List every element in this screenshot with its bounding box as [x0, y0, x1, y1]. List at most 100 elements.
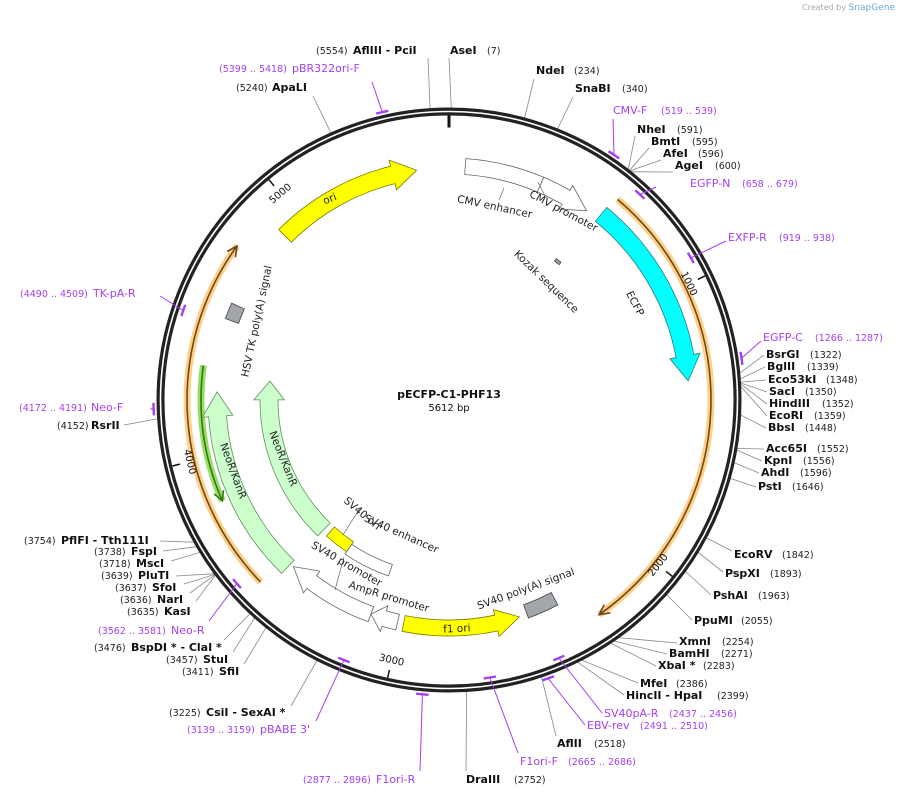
feature-label-sv40-enhancer[interactable]: SV40 enhancer: [362, 513, 441, 557]
primer-pbabe-3[interactable]: pBABE 3': [260, 723, 310, 736]
site-bbsi[interactable]: BbsI: [768, 421, 795, 434]
site-ecori[interactable]: EcoRI: [769, 409, 803, 422]
site-bamhi[interactable]: BamHI: [669, 647, 710, 660]
site-position: (3754): [24, 536, 56, 547]
site-ahdi[interactable]: AhdI: [761, 466, 789, 479]
primer-mark[interactable]: [375, 109, 389, 115]
primer-range: (2437 .. 2456): [669, 709, 737, 720]
primer-leader-line: [489, 677, 519, 754]
feature-f1-ori[interactable]: [401, 609, 521, 638]
site-position: (3718): [99, 559, 131, 570]
site-leader-line: [312, 95, 332, 134]
site-position: (1646): [792, 482, 824, 493]
primer-pbr322ori-f[interactable]: pBR322ori-F: [292, 62, 360, 75]
site-leader-line: [684, 570, 712, 596]
site-aflii[interactable]: AflII: [557, 737, 582, 750]
site-snabi[interactable]: SnaBI: [575, 82, 611, 95]
site-nari[interactable]: NarI: [157, 593, 183, 606]
site-hincii-hpai[interactable]: HincII - HpaI: [626, 689, 702, 702]
site-kasi[interactable]: KasI: [164, 605, 191, 618]
site-bmti[interactable]: BmtI: [651, 135, 680, 148]
primer-mark[interactable]: [541, 675, 555, 682]
site-pspxi[interactable]: PspXI: [725, 567, 760, 580]
feature-label-ori[interactable]: ori: [321, 191, 338, 207]
site-saci[interactable]: SacI: [769, 385, 795, 398]
site-nhei[interactable]: NheI: [637, 123, 666, 136]
site-afei[interactable]: AfeI: [663, 147, 688, 160]
site-pluti[interactable]: PluTI: [138, 569, 169, 582]
feature-label-hsv-tk-polya[interactable]: HSV TK poly(A) signal: [239, 265, 274, 379]
site-ndei[interactable]: NdeI: [536, 64, 565, 77]
primer-f1ori-r[interactable]: F1ori-R: [376, 773, 416, 786]
orf-arrow[interactable]: [200, 365, 224, 502]
primer-egfp-c[interactable]: EGFP-C: [763, 331, 803, 344]
primer-mark[interactable]: [607, 150, 620, 160]
site-ecorv[interactable]: EcoRV: [734, 548, 773, 561]
site-bsrgi[interactable]: BsrGI: [766, 348, 799, 361]
site-bspdi-clai[interactable]: BspDI * - ClaI *: [131, 641, 222, 654]
site-sfoi[interactable]: SfoI: [152, 581, 176, 594]
primer-mark[interactable]: [337, 656, 351, 664]
site-eco53ki[interactable]: Eco53kI: [768, 373, 816, 386]
site-stui[interactable]: StuI: [203, 653, 228, 666]
feature-sv40-promoter[interactable]: [292, 566, 375, 623]
primer-egfp-n[interactable]: EGFP-N: [690, 177, 730, 190]
site-asei[interactable]: AseI: [450, 44, 477, 57]
site-msci[interactable]: MscI: [136, 557, 164, 570]
primer-cmv-f[interactable]: CMV-F: [613, 104, 647, 117]
site-xmni[interactable]: XmnI: [679, 635, 711, 648]
site-apali[interactable]: ApaLI: [272, 81, 307, 94]
site-pflfi-tth111i[interactable]: PflFI - Tth111I: [61, 534, 149, 547]
site-rsrii[interactable]: RsrII: [91, 419, 120, 432]
site-fspi[interactable]: FspI: [131, 545, 157, 558]
feature-cmv-enhancer[interactable]: [464, 158, 545, 193]
site-csii-sexai[interactable]: CsiI - SexAI *: [206, 706, 286, 719]
site-acc65i[interactable]: Acc65I: [766, 442, 807, 455]
site-kpni[interactable]: KpnI: [764, 454, 792, 467]
feature-neor-kanr[interactable]: [252, 380, 331, 537]
primer-neo-r[interactable]: Neo-R: [171, 624, 205, 637]
feature-sv40-ori[interactable]: [325, 526, 354, 553]
site-draiii[interactable]: DraIII: [466, 773, 500, 786]
feature-sv40-poly-a-signal[interactable]: [523, 591, 559, 619]
primer-tk-pa-r[interactable]: TK-pA-R: [92, 287, 136, 300]
feature-label-kozak[interactable]: Kozak sequence: [511, 248, 580, 316]
site-psti[interactable]: PstI: [758, 480, 782, 493]
site-labels: AseI(7)NdeI(234)SnaBI(340)NheI(591)BmtI(…: [19, 44, 883, 786]
tick-mark: [268, 179, 275, 187]
site-xbai[interactable]: XbaI *: [658, 659, 696, 672]
site-leader-line: [739, 382, 768, 393]
orf-arrow[interactable]: [598, 198, 712, 616]
primer-mark[interactable]: [634, 189, 646, 200]
site-agei[interactable]: AgeI: [675, 159, 703, 172]
feature-ori[interactable]: [278, 159, 418, 243]
site-bglii[interactable]: BglII: [767, 360, 795, 373]
primer-exfp-r[interactable]: EXFP-R: [728, 231, 767, 244]
site-pshai[interactable]: PshAI: [713, 589, 748, 602]
plasmid-name: pECFP-C1-PHF13: [397, 388, 501, 401]
feature-sv40-enhancer[interactable]: [344, 543, 393, 577]
primer-range: (2665 .. 2686): [568, 757, 636, 768]
primer-sv40pa-r[interactable]: SV40pA-R: [604, 707, 659, 720]
feature-label-f1-ori[interactable]: f1 ori: [443, 622, 471, 635]
primer-mark[interactable]: [180, 304, 187, 317]
feature-cmv-promoter[interactable]: [536, 176, 588, 212]
site-mfei[interactable]: MfeI: [640, 677, 667, 690]
feature-ampr-promoter[interactable]: [370, 604, 400, 633]
site-afliii-pcii[interactable]: AflIII - PciI: [353, 44, 417, 57]
feature-kozak-sequence[interactable]: [553, 258, 562, 266]
feature-neor-kanr[interactable]: [201, 391, 295, 574]
primer-neo-f[interactable]: Neo-F: [91, 401, 123, 414]
primer-mark[interactable]: [552, 654, 565, 662]
orf-arrow[interactable]: [186, 245, 262, 583]
primer-f1ori-f[interactable]: F1ori-F: [520, 755, 558, 768]
site-sfii[interactable]: SfiI: [219, 665, 239, 678]
feature-hsv-tk-poly-a-signal[interactable]: [224, 302, 245, 324]
site-hindiii[interactable]: HindIII: [769, 397, 810, 410]
feature-label-cmv-enhancer[interactable]: CMV enhancer: [456, 193, 534, 221]
feature-ecfp[interactable]: [594, 206, 701, 382]
site-ppumi[interactable]: PpuMI: [694, 614, 733, 627]
primer-ebv-rev[interactable]: EBV-rev: [587, 719, 630, 732]
feature-label-ecfp[interactable]: ECFP: [623, 289, 646, 318]
site-position: (234): [574, 66, 600, 77]
